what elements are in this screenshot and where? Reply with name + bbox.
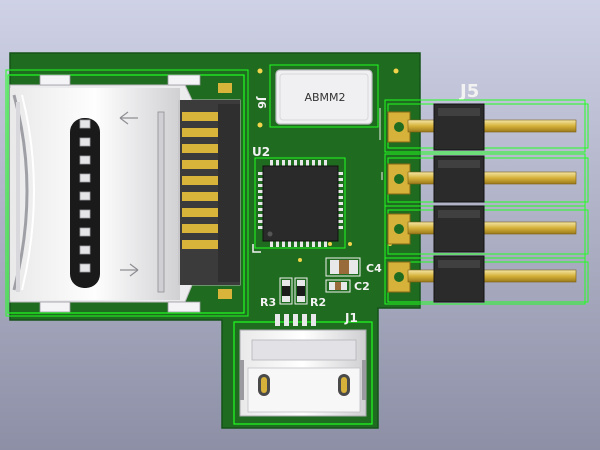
capacitor-c2: [325, 279, 351, 293]
r3-label: R3: [260, 296, 276, 309]
resistor-r3: [279, 277, 293, 305]
microsd-socket: [5, 69, 249, 317]
j1-label: J1: [344, 311, 358, 325]
pin-header-j5: [384, 99, 589, 305]
j5-label: J5: [458, 81, 479, 102]
crystal-part-label: ABMM2: [304, 91, 345, 104]
c4-label: C4: [366, 262, 382, 275]
u2-label: U2: [252, 145, 270, 159]
capacitor-c4: [325, 257, 361, 277]
c2-label: C2: [354, 280, 370, 293]
usb-connector-j1: [233, 314, 373, 425]
resistor-r2: [294, 277, 308, 305]
controller-u2: [252, 157, 346, 253]
j6-label: J6: [255, 96, 268, 109]
silkscreen-lines: [379, 108, 383, 180]
r2-label: R2: [310, 296, 326, 309]
crystal-abmm2: ABMM2: [269, 64, 379, 128]
